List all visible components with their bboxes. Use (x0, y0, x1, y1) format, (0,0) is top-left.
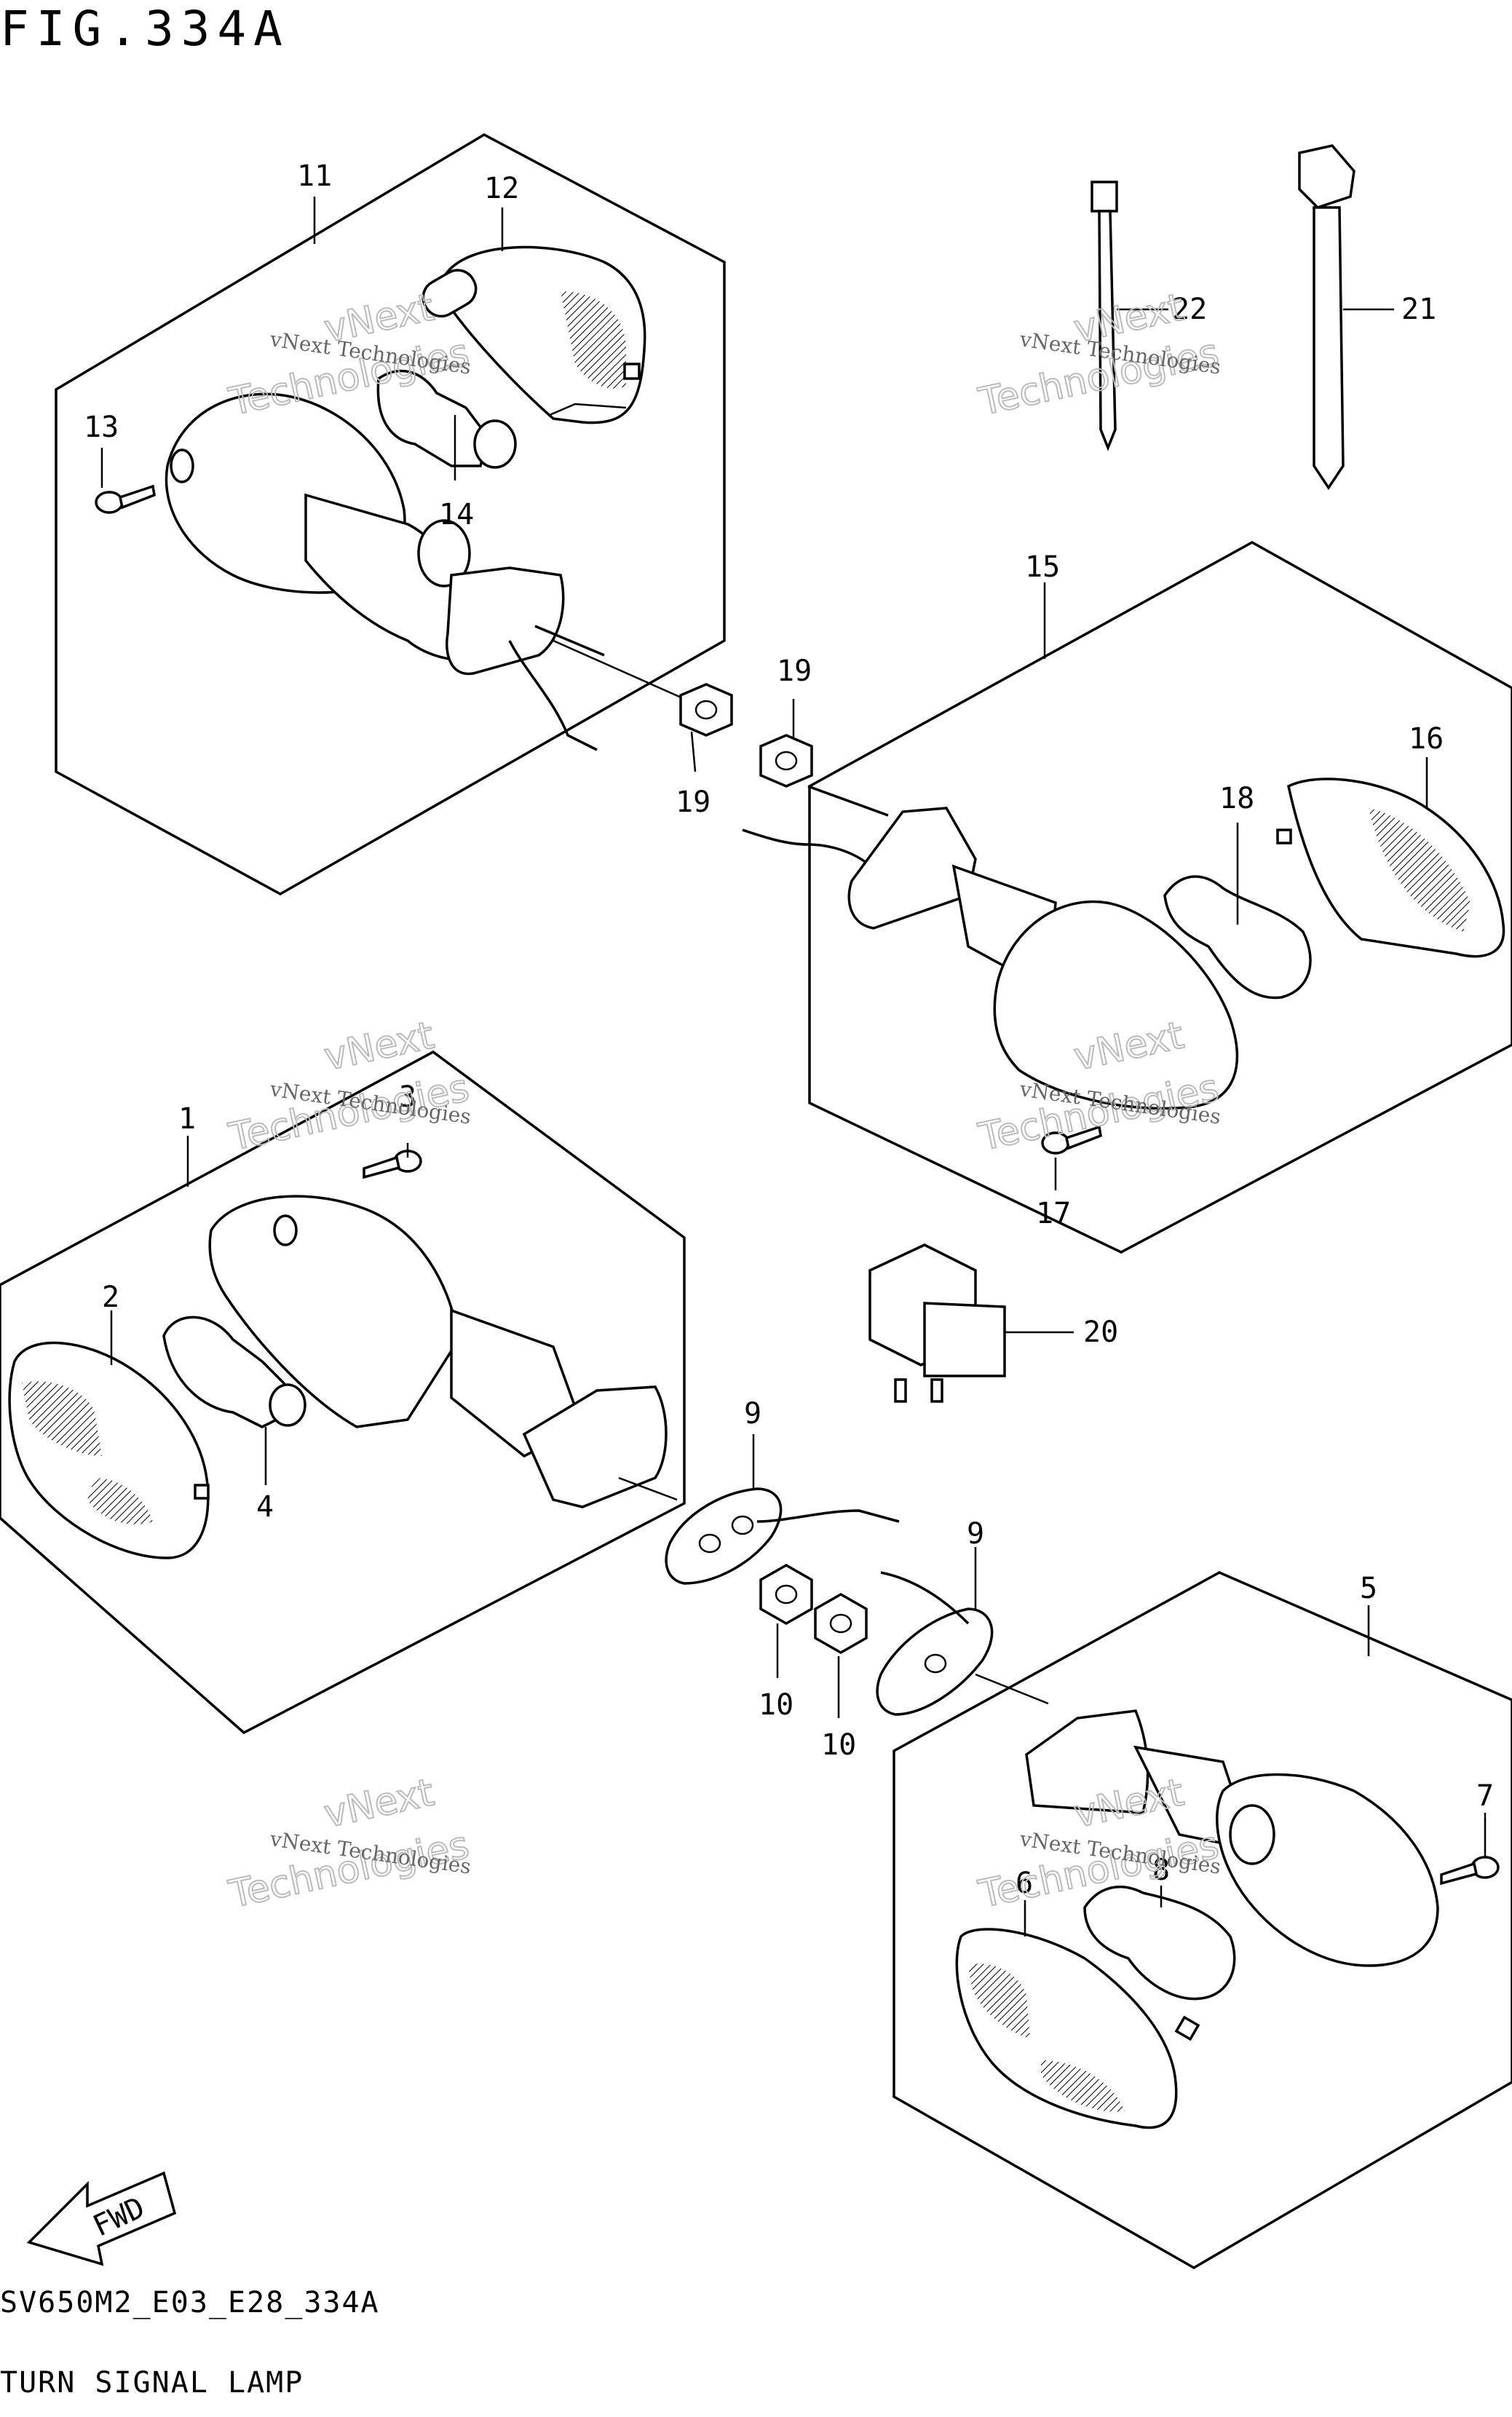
part-14-bulb (376, 369, 517, 469)
watermark-vnext: vNext (320, 1013, 438, 1079)
callout-20: 20 (1083, 1316, 1118, 1349)
callout-12: 12 (484, 172, 519, 205)
watermark-bottom-left: vNext Technologies vNext Technologies (224, 1770, 473, 1917)
part-7-screw (1440, 1856, 1500, 1886)
part-12-lens (421, 245, 646, 424)
callout-14: 14 (439, 498, 474, 531)
part-18-bulb (1163, 875, 1312, 1000)
assembly-box-1 (0, 1050, 686, 1735)
figure-caption: TURN SIGNAL LAMP (0, 2366, 304, 2400)
callout-1: 1 (178, 1102, 196, 1136)
part-21-cable-tie-clip (1298, 144, 1355, 491)
callout-9-b: 9 (967, 1517, 984, 1551)
part-19-nut-a (679, 683, 733, 737)
watermark-mid-left: vNext Technologies vNext Technologies (224, 1013, 473, 1160)
callout-3: 3 (399, 1080, 416, 1114)
watermark-vnext: vNext (320, 1771, 438, 1836)
part-6-lens (955, 1928, 1178, 2129)
part-16-lens (1276, 778, 1505, 958)
part-11-housing (165, 392, 565, 676)
callout-6: 6 (1016, 1867, 1033, 1900)
part-13-screw (95, 484, 156, 514)
part-22-cable-tie (1091, 181, 1118, 451)
assembly-box-15 (808, 540, 1512, 1254)
callout-9-a: 9 (744, 1397, 761, 1431)
callout-2: 2 (102, 1281, 119, 1314)
part-19-nut-b (759, 734, 813, 788)
callout-13: 13 (84, 411, 119, 444)
callout-19-b: 19 (676, 786, 711, 819)
callout-15: 15 (1025, 550, 1060, 584)
part-4-bulb (162, 1316, 306, 1428)
leader-lines (100, 207, 1487, 1937)
callout-17: 17 (1036, 1197, 1071, 1230)
fwd-arrow-icon: FWD (26, 2171, 177, 2266)
part-9-gasket-a (665, 1487, 783, 1585)
callout-10-b: 10 (821, 1728, 856, 1762)
callout-8: 8 (1152, 1854, 1170, 1887)
part-15-housing (847, 807, 1239, 1110)
callout-7: 7 (1476, 1779, 1494, 1813)
callout-10-a: 10 (759, 1688, 793, 1722)
part-8-bulb (1083, 1886, 1236, 2041)
callout-22: 22 (1172, 293, 1207, 326)
part-5-housing (1025, 1709, 1439, 1967)
part-2-lens (8, 1341, 210, 1559)
callout-labels: 11 12 13 14 22 21 15 19 19 16 18 17 20 3… (84, 159, 1494, 1900)
figure-title: FIG.334A (0, 1, 290, 57)
callout-5: 5 (1360, 1572, 1377, 1605)
part-9-gasket-b (876, 1607, 994, 1716)
part-10-nut-b (814, 1592, 868, 1655)
callout-11: 11 (297, 159, 332, 193)
callout-21: 21 (1401, 293, 1436, 326)
part-17-screw (1041, 1125, 1102, 1155)
assembly-box-11 (55, 132, 726, 896)
callout-18: 18 (1219, 782, 1254, 815)
part-10-nut-a (759, 1563, 813, 1626)
part-3-screw (363, 1150, 422, 1179)
part-20-relay (868, 1243, 1006, 1403)
callout-4: 4 (256, 1490, 274, 1524)
part-1-housing (208, 1195, 668, 1508)
callout-16: 16 (1409, 722, 1444, 756)
callout-19-a: 19 (777, 654, 812, 688)
assembly-box-5 (892, 1571, 1512, 2270)
figure-code: SV650M2_E03_E28_334A (0, 2286, 380, 2319)
